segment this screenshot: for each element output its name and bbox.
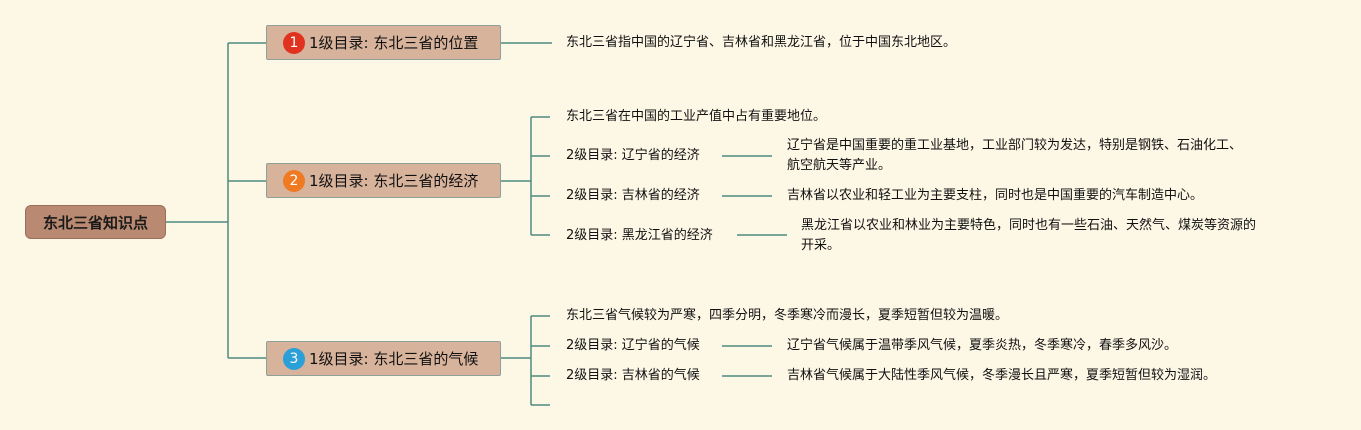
subtopic-jilin-economy[interactable]: 2级目录: 吉林省的经济: [566, 188, 700, 203]
connector-branch-2-details: [722, 155, 787, 236]
topic-location[interactable]: 1 1级目录: 东北三省的位置: [266, 25, 501, 60]
detail-jilin-climate[interactable]: 吉林省气候属于大陆性季风气候，冬季漫长且严寒，夏季短暂但较为湿润。: [787, 368, 1217, 383]
detail-line: 黑龙江省以农业和林业为主要特色，同时也有一些石油、天然气、煤炭等资源的: [801, 218, 1257, 233]
subtopic-liaoning-climate[interactable]: 2级目录: 辽宁省的气候: [566, 338, 700, 353]
badge-2-icon: 2: [283, 169, 305, 192]
fact-climate[interactable]: 东北三省气候较为严寒，四季分明，冬季寒冷而漫长，夏季短暂但较为温暖。: [566, 308, 1009, 323]
detail-liaoning-economy[interactable]: 辽宁省是中国重要的重工业基地，工业部门较为发达，特别是钢铁、石油化工、 航空航天…: [787, 136, 1242, 176]
subtopic-liaoning-economy[interactable]: 2级目录: 辽宁省的经济: [566, 148, 700, 163]
connector-branch-2: [501, 116, 550, 236]
topic-economy[interactable]: 2 1级目录: 东北三省的经济: [266, 163, 501, 198]
subtopic-jilin-climate[interactable]: 2级目录: 吉林省的气候: [566, 368, 700, 383]
badge-1-icon: 1: [283, 31, 305, 54]
topic-economy-label: 1级目录: 东北三省的经济: [309, 172, 479, 190]
fact-economy[interactable]: 东北三省在中国的工业产值中占有重要地位。: [566, 109, 827, 124]
detail-line: 辽宁省是中国重要的重工业基地，工业部门较为发达，特别是钢铁、石油化工、: [787, 138, 1243, 153]
detail-jilin-economy[interactable]: 吉林省以农业和轻工业为主要支柱，同时也是中国重要的汽车制造中心。: [787, 188, 1204, 203]
connector-branch-3: [501, 315, 550, 406]
detail-line: 航空航天等产业。: [787, 158, 892, 173]
connector-branch-3-details: [722, 345, 772, 377]
fact-location[interactable]: 东北三省指中国的辽宁省、吉林省和黑龙江省，位于中国东北地区。: [566, 35, 957, 50]
root-topic[interactable]: 东北三省知识点: [25, 205, 166, 239]
detail-line: 开采。: [801, 238, 841, 253]
detail-liaoning-climate[interactable]: 辽宁省气候属于温带季风气候，夏季炎热，冬季寒冷，春季多风沙。: [787, 338, 1178, 353]
subtopic-heilongjiang-economy[interactable]: 2级目录: 黑龙江省的经济: [566, 228, 713, 243]
topic-climate-label: 1级目录: 东北三省的气候: [309, 350, 479, 368]
badge-3-icon: 3: [283, 347, 305, 370]
topic-climate[interactable]: 3 1级目录: 东北三省的气候: [266, 341, 501, 376]
topic-location-label: 1级目录: 东北三省的位置: [309, 34, 479, 52]
connector-root: [166, 42, 266, 359]
detail-heilongjiang-economy[interactable]: 黑龙江省以农业和林业为主要特色，同时也有一些石油、天然气、煤炭等资源的 开采。: [801, 216, 1256, 256]
